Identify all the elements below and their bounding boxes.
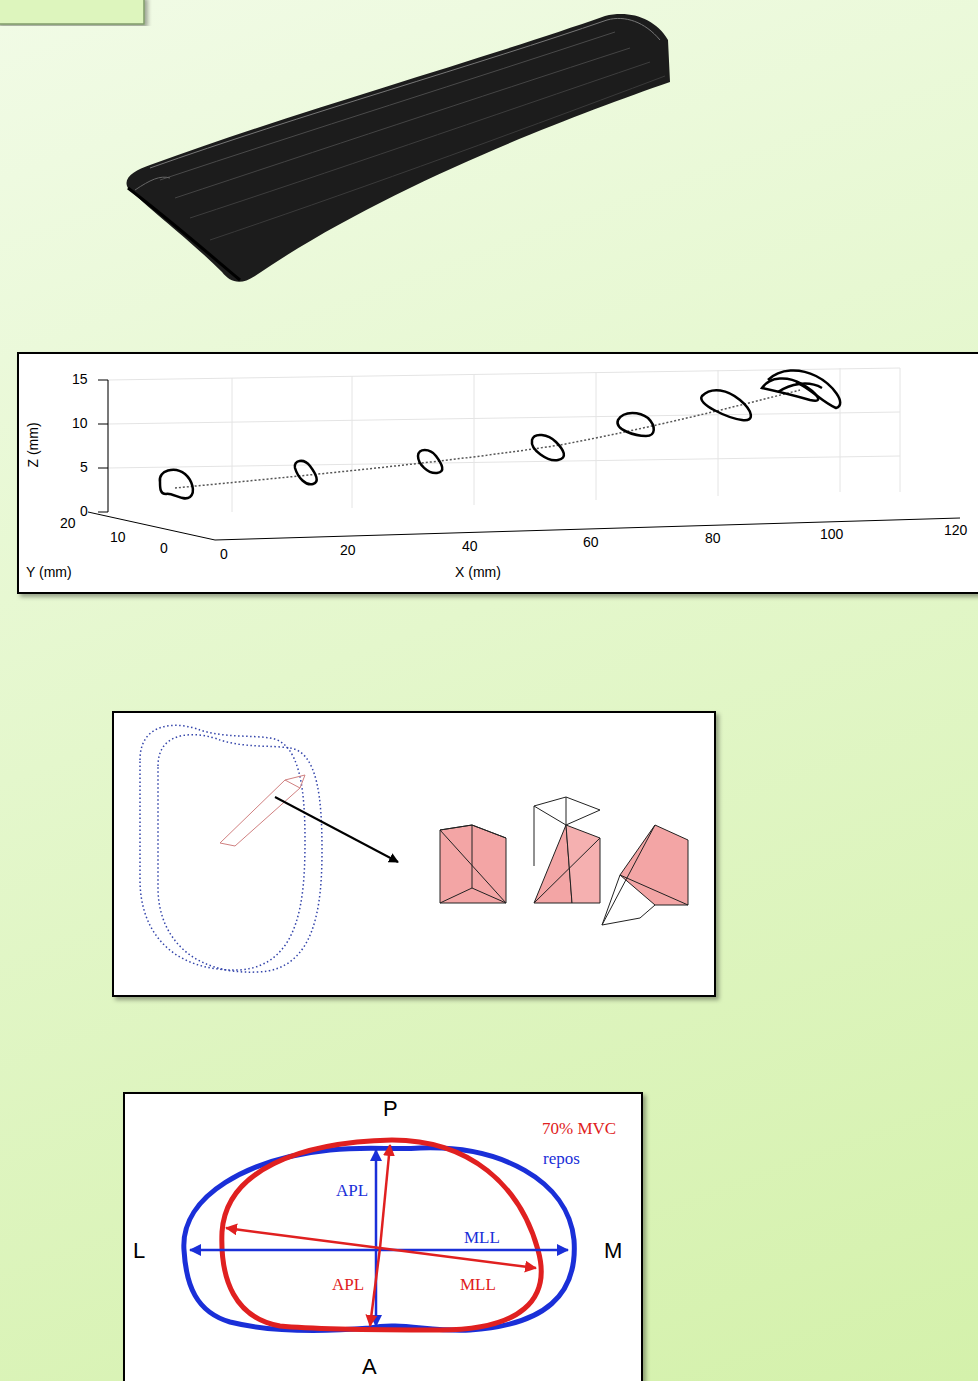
corner-tab bbox=[0, 0, 144, 24]
cross-section-panel bbox=[124, 1093, 642, 1381]
tick-label: 10 bbox=[110, 530, 126, 544]
orientation-label: A bbox=[362, 1356, 377, 1378]
tick-label: 0 bbox=[220, 547, 228, 561]
orientation-label: L bbox=[133, 1240, 145, 1262]
tick-label: 80 bbox=[705, 531, 721, 545]
dimension-label: APL bbox=[330, 1276, 366, 1293]
mesh-tube bbox=[127, 14, 670, 282]
decomposition-panel bbox=[113, 712, 715, 996]
tick-label: 10 bbox=[72, 416, 88, 430]
tick-label: 120 bbox=[944, 523, 967, 537]
tick-label: 0 bbox=[80, 504, 88, 518]
axis-label: Z (mm) bbox=[26, 422, 40, 467]
dimension-label: APL bbox=[334, 1182, 370, 1199]
tick-label: 20 bbox=[340, 543, 356, 557]
tick-label: 100 bbox=[820, 527, 843, 541]
tick-label: 5 bbox=[80, 460, 88, 474]
dimension-label: MLL bbox=[462, 1229, 502, 1246]
tick-label: 15 bbox=[72, 372, 88, 386]
orientation-label: P bbox=[383, 1098, 398, 1120]
condition-label: repos bbox=[543, 1150, 580, 1167]
tick-label: 20 bbox=[60, 516, 76, 530]
dimension-label: MLL bbox=[458, 1276, 498, 1293]
tick-label: 60 bbox=[583, 535, 599, 549]
axis-label: Y (mm) bbox=[26, 565, 72, 579]
tick-label: 0 bbox=[160, 541, 168, 555]
centerline-plot bbox=[18, 353, 978, 593]
condition-label: 70% MVC bbox=[542, 1120, 616, 1137]
orientation-label: M bbox=[604, 1240, 622, 1262]
tick-label: 40 bbox=[462, 539, 478, 553]
axis-label: X (mm) bbox=[455, 565, 501, 579]
